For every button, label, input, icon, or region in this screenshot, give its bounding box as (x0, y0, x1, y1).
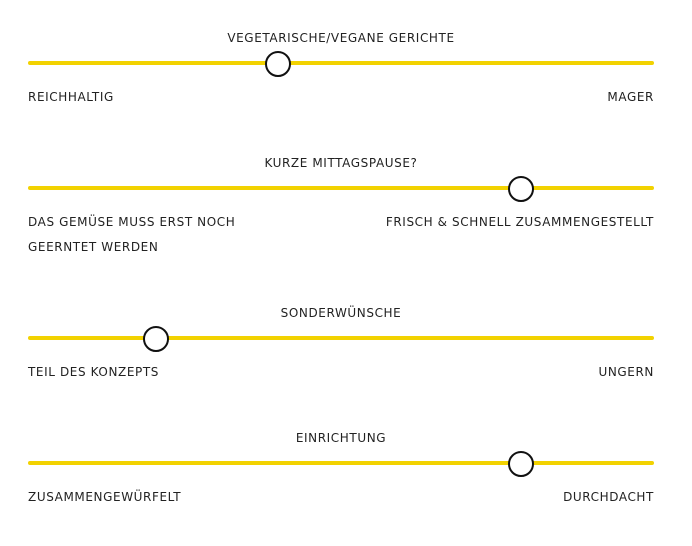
slider-left-label: ZUSAMMENGEWÜRFELT (28, 490, 182, 504)
slider-track[interactable] (28, 451, 654, 477)
slider-right-label: FRISCH & SCHNELL ZUSAMMENGESTELLT (385, 215, 654, 229)
slider-title: EINRICHTUNG (295, 431, 387, 445)
slider-thumb[interactable] (143, 326, 170, 352)
slider-title: VEGETARISCHE/VEGANE GERICHTE (227, 31, 455, 45)
slider-thumb[interactable] (508, 176, 535, 202)
slider-track[interactable] (28, 176, 654, 202)
slider-track[interactable] (28, 51, 654, 77)
slider-title: KURZE MITTAGSPAUSE? (264, 156, 418, 170)
slider-right-label: DURCHDACHT (563, 490, 654, 504)
slider-thumb[interactable] (265, 51, 292, 77)
slider-track[interactable] (28, 326, 654, 352)
slider-thumb[interactable] (508, 451, 535, 477)
slider-title: SONDERWÜNSCHE (280, 306, 402, 320)
slider-left-label: DAS GEMÜSE MUSS ERST NOCH GEERNTET WERDE… (28, 215, 236, 254)
slider-left-label: REICHHALTIG (28, 90, 114, 104)
slider-right-label: UNGERN (598, 365, 654, 379)
slider-left-label: TEIL DES KONZEPTS (28, 365, 160, 379)
slider-right-label: MAGER (607, 90, 654, 104)
